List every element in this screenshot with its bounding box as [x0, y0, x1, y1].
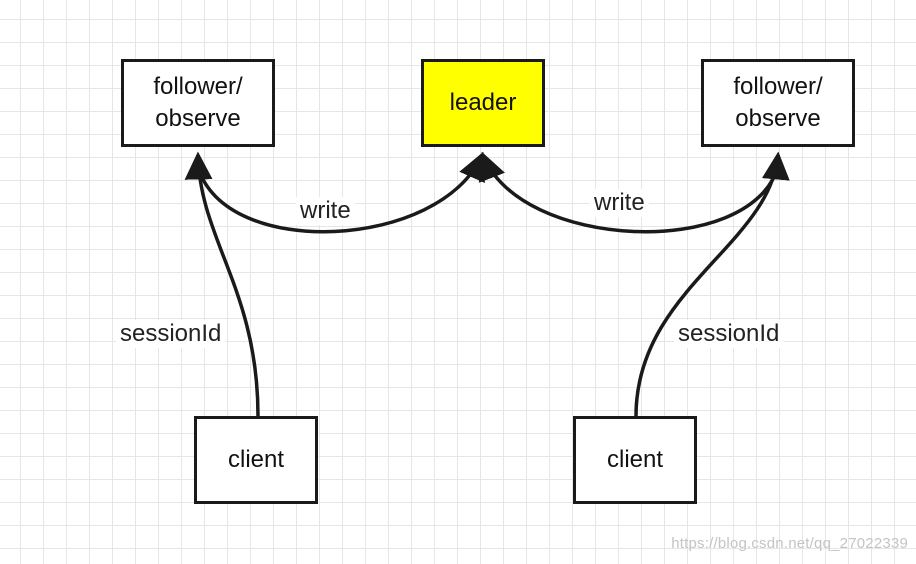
edge-session-right — [634, 151, 790, 417]
edge-label-write-left: write — [296, 197, 355, 225]
edge-write-right — [478, 151, 780, 234]
edge-label-session-left: sessionId — [116, 320, 226, 348]
edge-label-write-right: write — [590, 189, 649, 217]
follower-left-node: follower/ observe — [121, 59, 275, 147]
client-left-node: client — [194, 416, 318, 504]
edge-write-left — [196, 151, 485, 234]
watermark-text: https://blog.csdn.net/qq_27022339 — [671, 535, 908, 552]
follower-right-node: follower/ observe — [701, 59, 855, 147]
leader-node: leader — [421, 59, 545, 147]
client-right-node: client — [573, 416, 697, 504]
edge-label-session-right: sessionId — [674, 320, 784, 348]
edge-session-left — [184, 151, 260, 417]
